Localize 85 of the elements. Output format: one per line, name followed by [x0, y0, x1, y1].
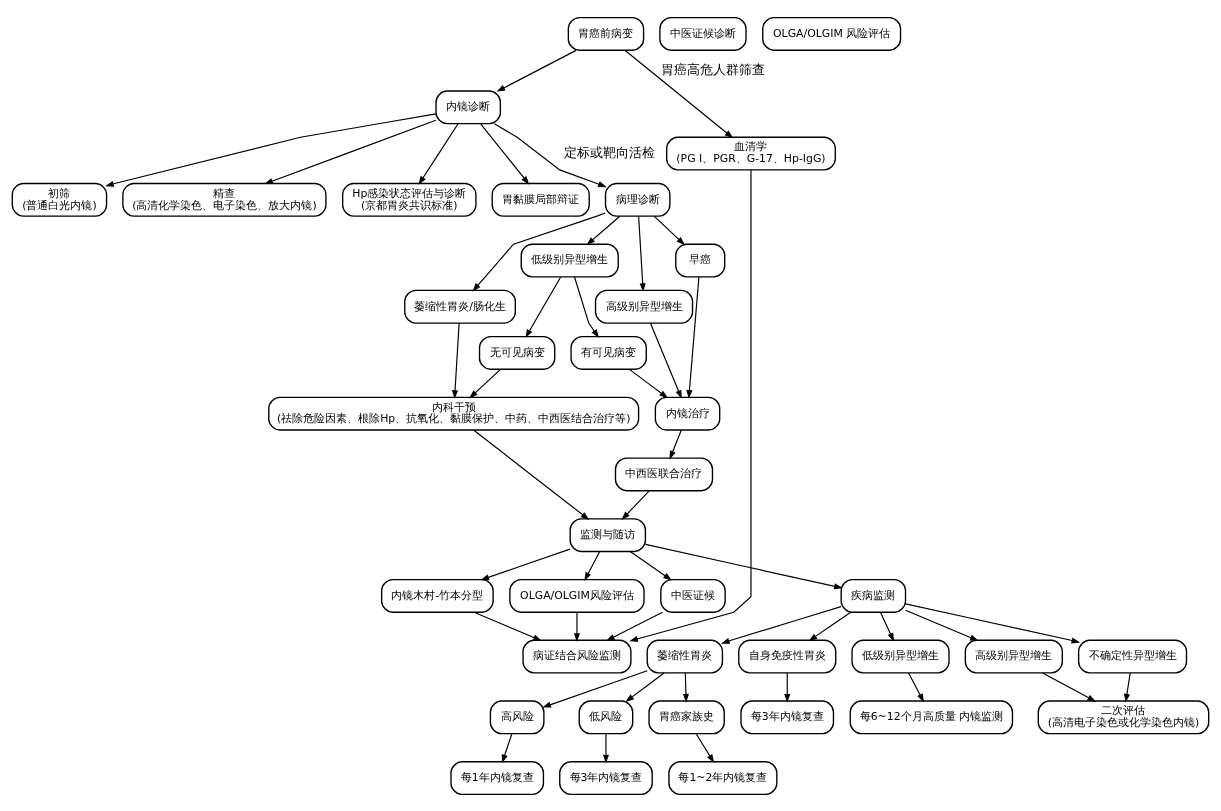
node-box: 初筛 (普通白光内镜) [11, 182, 108, 217]
arrow [905, 609, 979, 641]
arrow [469, 368, 502, 398]
node-box: 低级别异型增生 [520, 243, 619, 277]
arrow [501, 732, 513, 763]
arrow [628, 368, 669, 398]
arrow [264, 119, 437, 184]
edge-label: 定标或靶向活检 [563, 144, 655, 160]
arrow [644, 543, 843, 589]
arrow [720, 605, 842, 644]
arrow [624, 49, 734, 138]
arrow [1123, 671, 1131, 703]
arrow [472, 211, 606, 292]
arrow [418, 122, 459, 185]
node-box: 内镜治疗 [654, 396, 721, 431]
arrow [573, 611, 581, 642]
arrow [480, 122, 530, 185]
arrow [480, 548, 571, 580]
node-box: 每3年内镜复查 [740, 699, 835, 734]
arrow [784, 671, 791, 703]
node-box: 无可见病变 [478, 335, 556, 370]
arrow [669, 429, 682, 460]
node-box: 低级别异型增生 [851, 639, 950, 674]
arrow [908, 671, 925, 702]
node-box: 高风险 [489, 699, 545, 734]
arrow [649, 322, 682, 399]
node-box: 中西医联合治疗 [614, 456, 714, 491]
node-box: 监测与随访 [569, 517, 647, 552]
arrow [606, 611, 664, 641]
node-box: 每3年内镜复查 [559, 760, 653, 795]
node-box: 病理诊断 [604, 182, 671, 217]
node-box: OLGA/OLGIM风险评估 [509, 578, 645, 613]
arrow [625, 671, 665, 702]
arrow [1042, 671, 1097, 702]
node-box: 胃黏膜局部辩证 [491, 182, 590, 217]
node-box: 早癌 [675, 243, 726, 277]
node-box: 二次评估 (高清电子染色或化学染色内镜) [1037, 699, 1210, 734]
arrow [452, 322, 460, 399]
node-box: 高级别异型增生 [594, 289, 694, 324]
arrow [602, 732, 610, 763]
node-box: 中医证候诊断 [659, 16, 747, 51]
arrow [584, 550, 601, 581]
arrow [493, 122, 607, 187]
arrow [629, 550, 672, 580]
node-box: 胃癌家族史 [648, 699, 725, 734]
node-box: 每1~2年内镜复查 [668, 760, 778, 795]
arrow [879, 611, 895, 642]
node-box: 血清学 (PG Ⅰ、PGR、G-17、Hp-IgG) [666, 136, 836, 171]
node-box: 有可见病变 [570, 335, 647, 370]
arrow [473, 611, 542, 641]
node-box: 病证结合风险监测 [522, 639, 632, 674]
node-box: 内科干预 (祛除危险因素、根除Hp、抗氧化、黏膜保护、中药、中西医结合治疗等) [268, 396, 640, 431]
node-box: 不确定性异型增生 [1077, 639, 1188, 674]
arrow [695, 732, 715, 763]
arrow [473, 429, 590, 520]
node-box: Hp感染状态评估与诊断 (京都胃炎共识标准) [342, 182, 477, 217]
arrow [904, 602, 1081, 643]
arrow [629, 169, 752, 642]
arrow [525, 276, 562, 338]
arrow [686, 275, 700, 399]
node-box: 内镜木村-竹本分型 [380, 578, 494, 613]
node-box: 自身免疫性胃炎 [738, 639, 837, 674]
node-box: 中医证候 [660, 578, 726, 613]
edge-label: 胃癌高危人群筛查 [660, 61, 765, 77]
arrow [621, 489, 650, 520]
node-box: 内镜诊断 [435, 89, 502, 124]
node-box: 每6~12个月高质量 内镜监测 [849, 699, 1014, 734]
node-box: 胃癌前病变 [567, 16, 645, 51]
arrow [105, 112, 437, 187]
arrow [496, 49, 577, 92]
node-box: 疾病监测 [840, 578, 907, 613]
node-box: 萎缩性胃炎/肠化生 [404, 289, 516, 324]
node-box: 低风险 [578, 699, 634, 734]
arrow [573, 275, 600, 338]
arrow [808, 611, 852, 641]
node-box: 每1年内镜复查 [450, 760, 545, 795]
arrow [586, 215, 621, 245]
arrow [682, 671, 689, 703]
node-box: 萎缩性胃炎 [646, 639, 724, 674]
arrow [542, 669, 648, 708]
node-box: 精查 (高清化学染色、电子染色、放大内镜) [122, 182, 327, 217]
node-box: 高级别异型增生 [964, 639, 1063, 674]
arrow [638, 215, 646, 292]
node-box: OLGA/OLGIM 风险评估 [762, 16, 902, 51]
arrow [653, 215, 685, 245]
